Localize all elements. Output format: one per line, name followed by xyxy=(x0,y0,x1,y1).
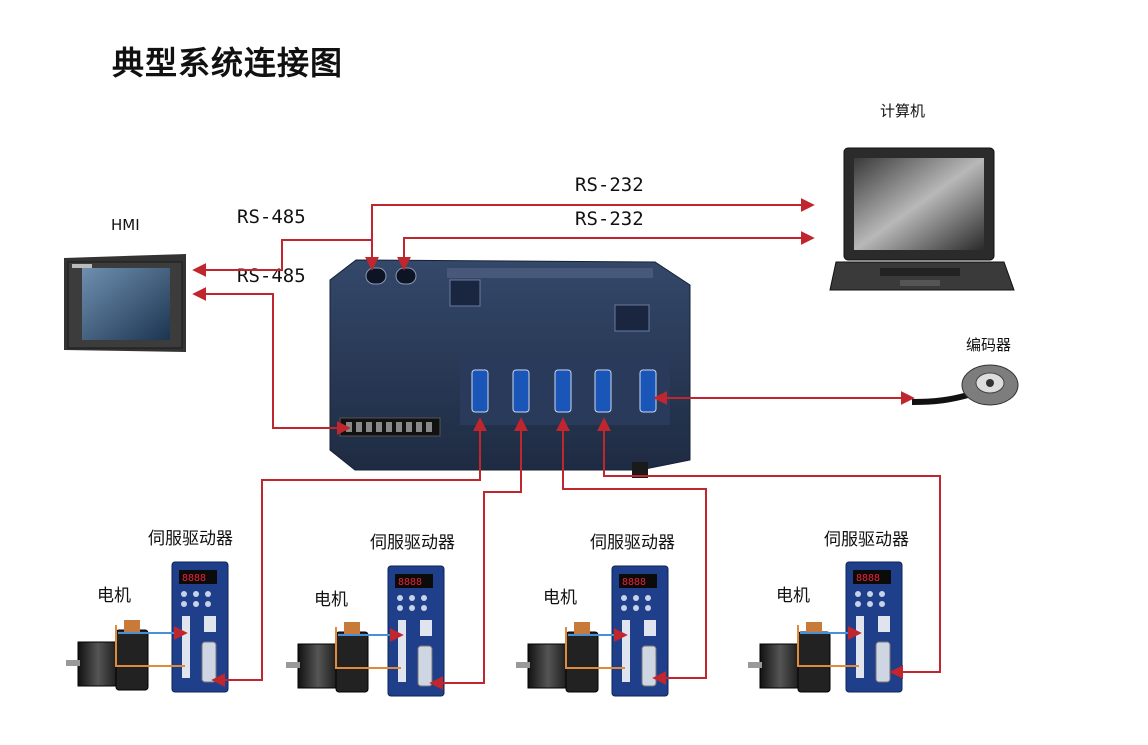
rs232-top-label: RS-232 xyxy=(575,174,644,196)
servo-drive-1 xyxy=(171,561,229,693)
computer-device xyxy=(829,147,1015,291)
page-title: 典型系统连接图 xyxy=(112,44,344,82)
motor-2 xyxy=(285,621,369,693)
computer-label: 计算机 xyxy=(880,102,926,120)
encoder-device xyxy=(911,364,1019,406)
hmi-device xyxy=(64,254,186,352)
motor-1 xyxy=(65,619,149,691)
motor-label-1: 电机 xyxy=(97,586,131,606)
plc-controller xyxy=(329,259,691,478)
encoder-label: 编码器 xyxy=(966,336,1012,354)
hmi-label: HMI xyxy=(111,216,140,234)
servo-drive-3 xyxy=(611,565,669,697)
servo-drive-2 xyxy=(387,565,445,697)
rs485-top-label: RS-485 xyxy=(237,206,306,228)
motor-3 xyxy=(515,621,599,693)
